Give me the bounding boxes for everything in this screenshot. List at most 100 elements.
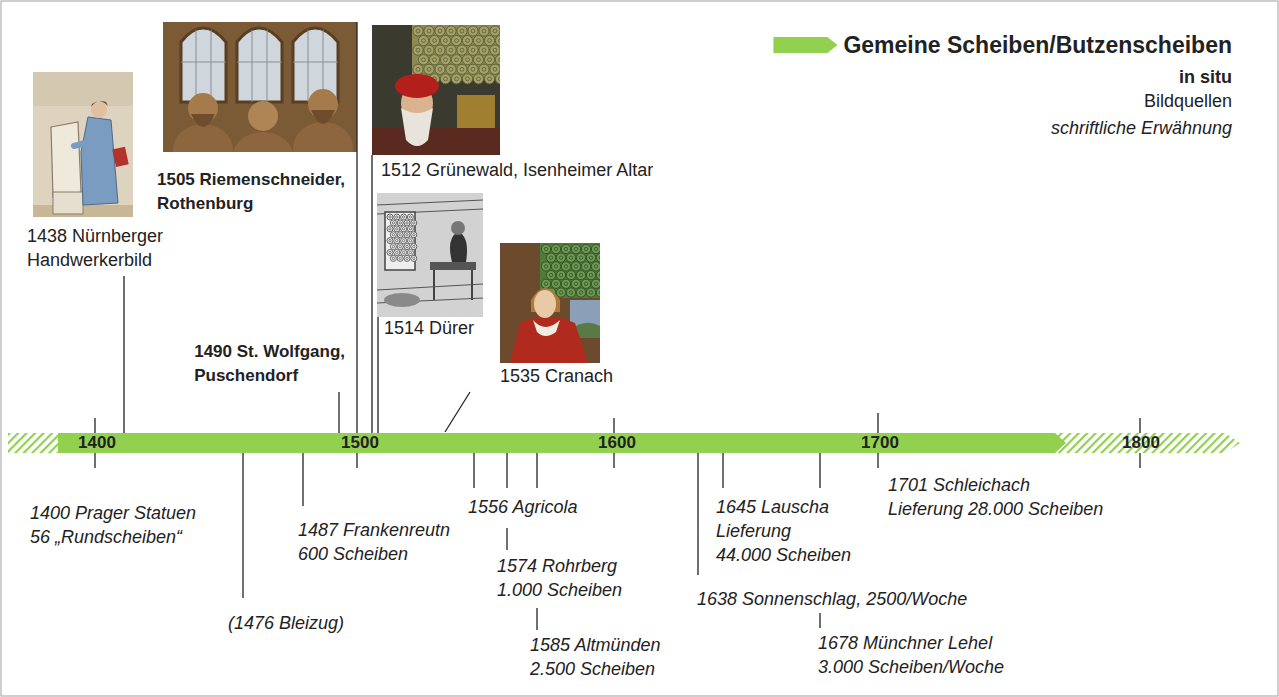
tick-line bbox=[338, 392, 339, 433]
altar-carving-picture bbox=[293, 122, 353, 152]
tick-line bbox=[613, 453, 614, 468]
duerer-engraving-picture bbox=[409, 251, 411, 253]
tick-line bbox=[506, 453, 507, 488]
altar-carving-picture bbox=[211, 30, 212, 102]
tick-line bbox=[356, 22, 357, 433]
duerer-engraving-picture bbox=[377, 200, 483, 303]
cranach-painting-picture bbox=[584, 282, 588, 286]
altar-carving-picture bbox=[311, 110, 335, 124]
duerer-engraving-picture bbox=[389, 239, 391, 241]
tick-line bbox=[445, 392, 470, 432]
written-mention: 1556 Agricola bbox=[468, 495, 577, 519]
cranach-painting-picture bbox=[544, 247, 548, 251]
written-mention: 1585 Altmünden 2.500 Scheiben bbox=[530, 633, 660, 681]
isenheim-altar-picture bbox=[479, 26, 489, 36]
duerer-engraving-picture bbox=[387, 214, 393, 220]
isenheim-altar-picture bbox=[413, 64, 423, 74]
duerer-engraving-picture bbox=[433, 270, 435, 300]
craftsman-picture bbox=[81, 117, 118, 205]
cranach-painting-picture bbox=[579, 273, 583, 277]
tick-line bbox=[506, 528, 507, 550]
duerer-engraving-picture bbox=[404, 255, 410, 261]
cranach-painting-picture bbox=[594, 247, 598, 251]
duerer-engraving-picture bbox=[397, 244, 403, 250]
duerer-engraving-picture bbox=[394, 214, 400, 220]
isenheim-altar-picture bbox=[372, 128, 500, 155]
isenheim-altar-picture bbox=[424, 64, 434, 74]
isenheim-altar-picture bbox=[424, 26, 434, 36]
duerer-engraving-picture bbox=[389, 228, 391, 230]
craftsman-picture bbox=[33, 72, 133, 217]
duerer-engraving-picture bbox=[401, 238, 407, 244]
isenheim-altar-picture bbox=[488, 39, 492, 43]
isenheim-altar-picture bbox=[451, 74, 461, 84]
isenheim-altar-picture bbox=[435, 64, 445, 74]
axis-year: 1800 bbox=[1122, 431, 1160, 455]
isenheim-altar-picture bbox=[412, 25, 500, 80]
cranach-painting-picture bbox=[566, 288, 575, 297]
written-mention: 1701 Schleichach Lieferung 28.000 Scheib… bbox=[888, 473, 1103, 521]
altar-carving-picture bbox=[267, 30, 268, 102]
cranach-painting-picture bbox=[589, 291, 593, 295]
isenheim-altar-picture bbox=[482, 67, 486, 71]
cranach-painting-picture bbox=[541, 262, 550, 271]
timeline-bar bbox=[8, 433, 60, 453]
duerer-engraving-picture bbox=[413, 257, 415, 259]
tick-line bbox=[242, 453, 243, 598]
axis-year: 1600 bbox=[598, 431, 636, 455]
cranach-painting-picture bbox=[596, 271, 600, 280]
cranach-painting-picture bbox=[534, 290, 556, 318]
cranach-painting-picture bbox=[510, 317, 588, 364]
duerer-engraving-picture bbox=[392, 245, 394, 247]
tick-line bbox=[95, 22, 1140, 630]
isenheim-altar-picture bbox=[460, 29, 464, 33]
isenheim-altar-picture bbox=[424, 45, 434, 55]
legend-swatch bbox=[773, 37, 837, 53]
duerer-engraving-picture bbox=[394, 249, 400, 255]
isenheim-altar-picture bbox=[438, 67, 442, 71]
isenheim-altar-picture bbox=[395, 74, 439, 98]
cranach-painting-picture bbox=[559, 291, 563, 295]
isenheim-altar-picture bbox=[446, 26, 456, 36]
duerer-engraving-picture bbox=[402, 251, 404, 253]
isenheim-altar-picture bbox=[468, 26, 478, 36]
axis-year: 1500 bbox=[341, 431, 379, 455]
isenheim-altar-picture bbox=[457, 26, 467, 36]
duerer-engraving-picture bbox=[397, 220, 403, 226]
isenheim-altar-picture bbox=[449, 48, 453, 52]
tick-line bbox=[722, 453, 723, 488]
cranach-painting-picture bbox=[556, 288, 565, 297]
altar-carving-picture bbox=[233, 132, 293, 152]
cranach-painting-picture bbox=[581, 279, 590, 288]
isenheim-altar-picture bbox=[477, 77, 481, 81]
duerer-engraving-picture bbox=[402, 239, 404, 241]
axis-year: 1400 bbox=[78, 431, 116, 455]
altar-carving-picture bbox=[173, 124, 233, 152]
duerer-engraving-picture bbox=[396, 239, 398, 241]
isenheim-altar-picture bbox=[490, 45, 500, 55]
cranach-painting-picture bbox=[599, 256, 600, 260]
written-mention: (1476 Bleizug) bbox=[228, 611, 344, 635]
duerer-engraving-picture bbox=[407, 214, 413, 220]
cranach-painting-picture bbox=[596, 253, 600, 262]
tick-line bbox=[123, 276, 124, 433]
in-situ-find: 1490 St. Wolfgang, Puschendorf bbox=[194, 340, 345, 388]
tick-line bbox=[819, 453, 820, 488]
duerer-engraving-picture bbox=[406, 257, 408, 259]
craftsman-picture bbox=[91, 101, 108, 107]
cranach-painting-picture bbox=[569, 273, 573, 277]
duerer-engraving-picture bbox=[377, 284, 483, 290]
cranach-painting-picture bbox=[574, 265, 578, 269]
duerer-engraving-picture bbox=[406, 245, 408, 247]
cranach-painting-picture bbox=[500, 243, 600, 363]
cranach-painting-picture bbox=[579, 256, 583, 260]
altar-carving-picture bbox=[196, 30, 197, 102]
isenheim-altar-picture bbox=[433, 39, 437, 43]
isenheim-altar-picture bbox=[493, 67, 497, 71]
written-mention: 1645 Lauscha Lieferung 44.000 Scheiben bbox=[716, 495, 851, 567]
isenheim-altar-picture bbox=[462, 55, 472, 65]
picture-source: 1514 Dürer bbox=[384, 316, 474, 340]
duerer-engraving-picture bbox=[397, 255, 403, 261]
altar-carving-picture bbox=[308, 30, 309, 102]
